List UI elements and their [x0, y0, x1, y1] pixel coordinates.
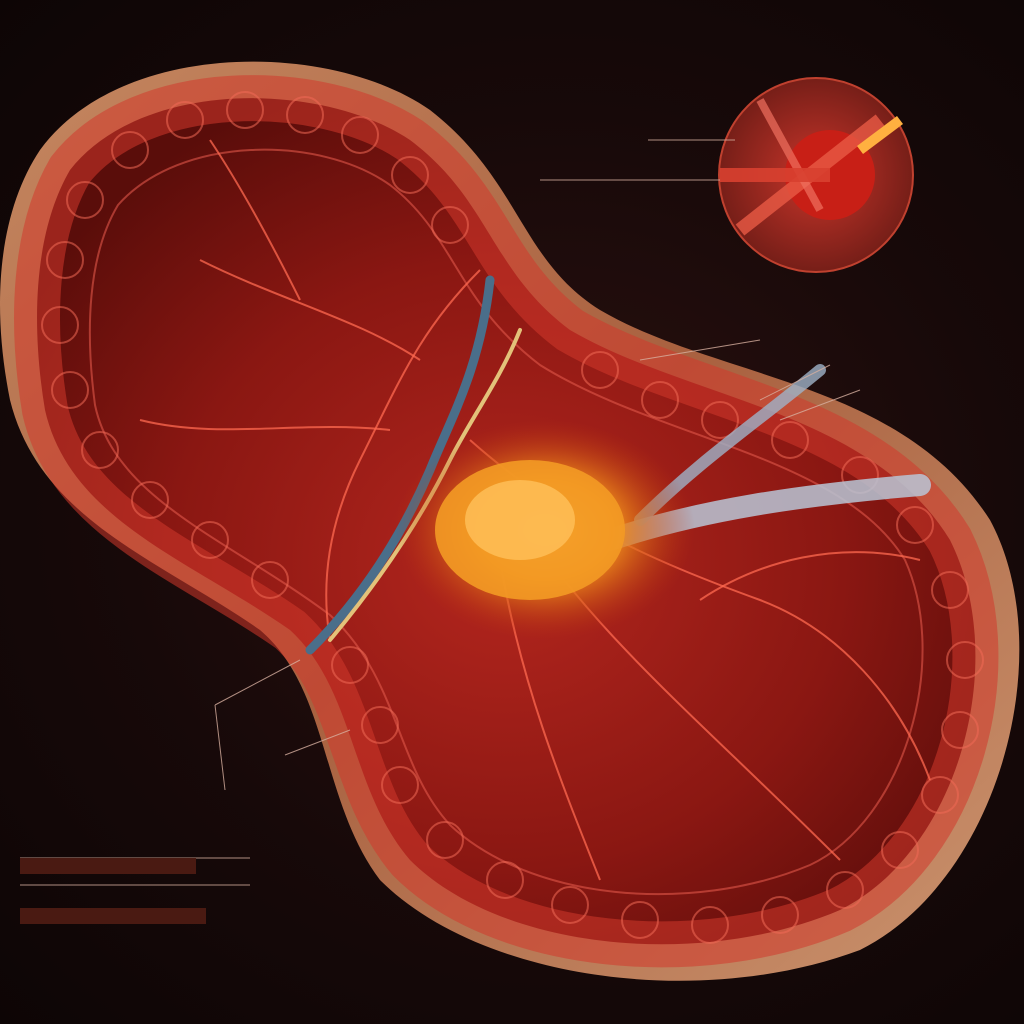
legend-bar-2: [20, 908, 206, 924]
cell-layer-ring: [14, 75, 999, 968]
cell-pattern: [41, 91, 984, 944]
legend-bar-1: [20, 858, 196, 874]
inset-detail: [718, 77, 914, 273]
cell-layer-inner-edge: [88, 148, 924, 896]
